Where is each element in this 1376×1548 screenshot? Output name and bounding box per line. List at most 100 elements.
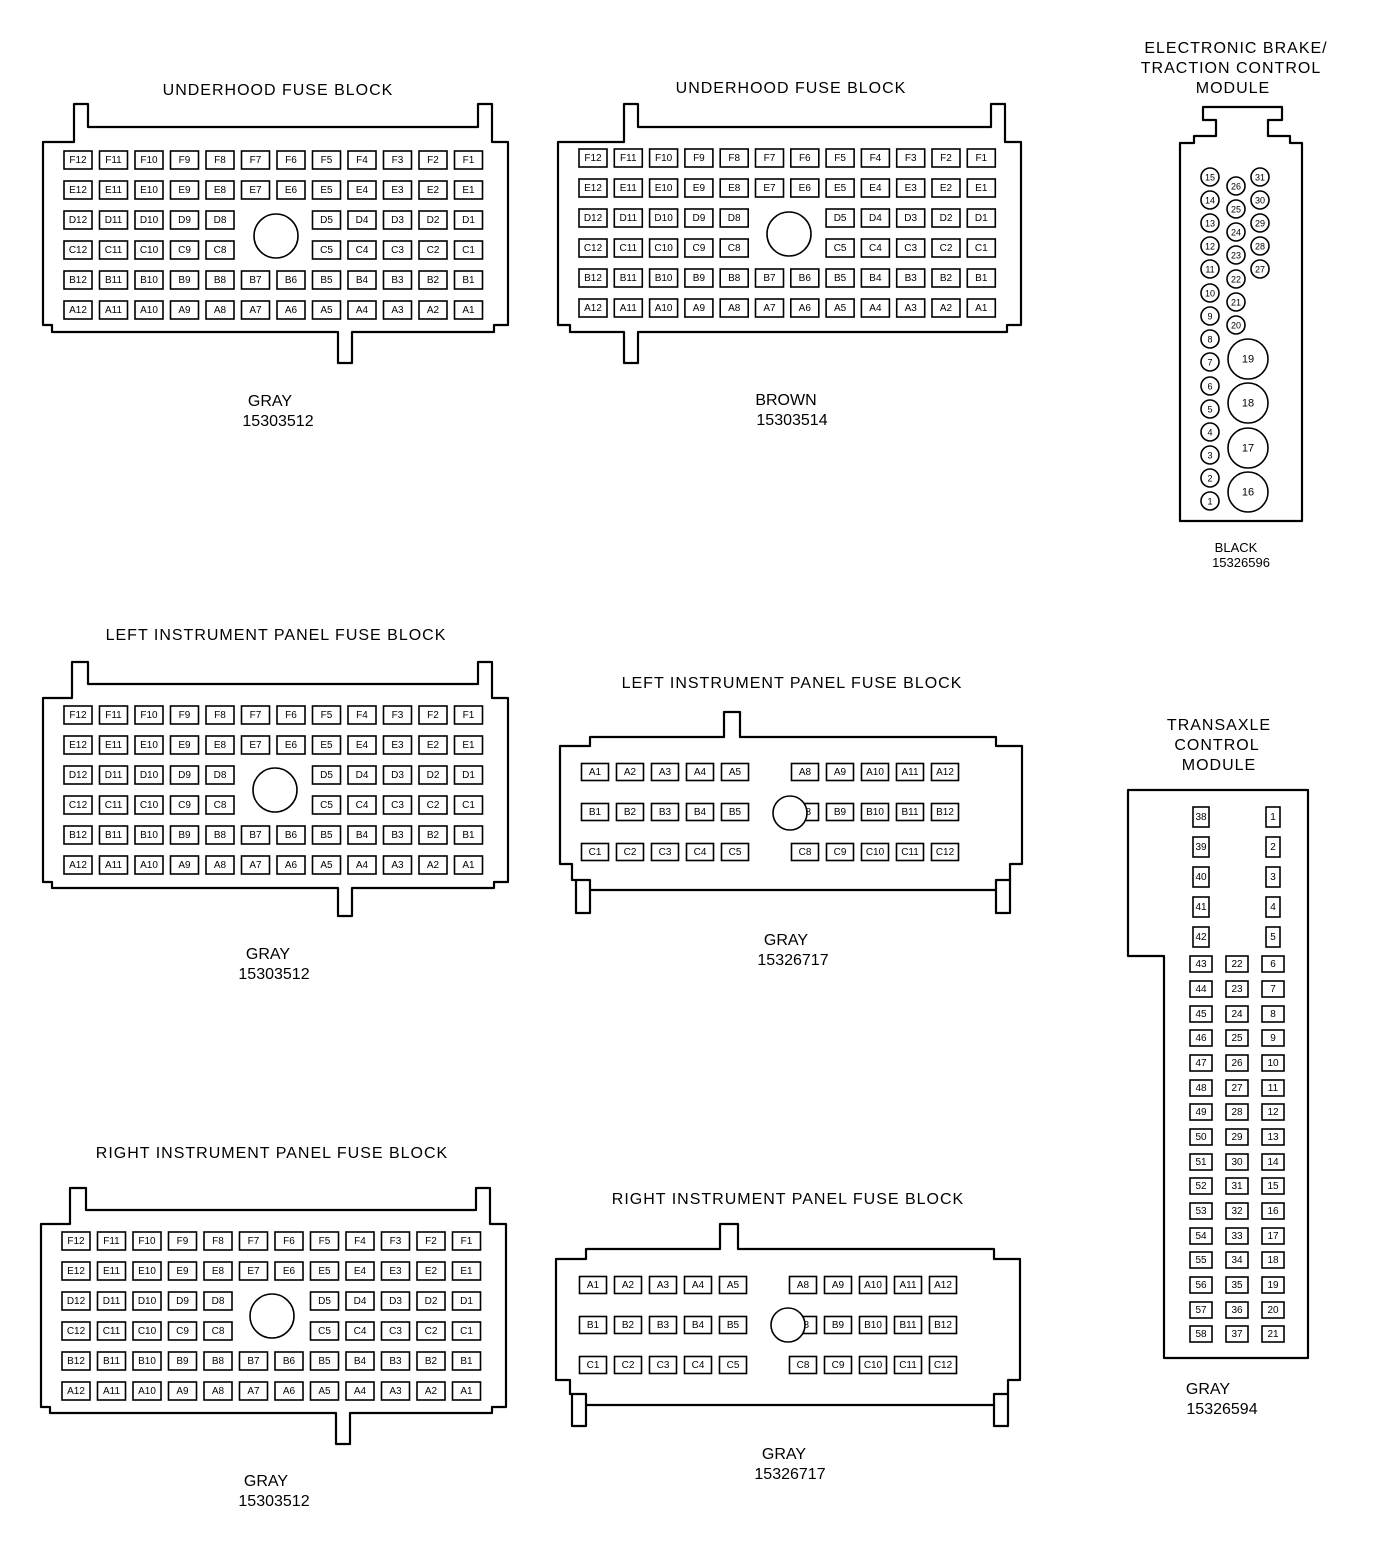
cavity-outline <box>895 208 926 228</box>
cavity-label: C2 <box>427 245 440 256</box>
cavity-outline <box>754 178 785 198</box>
cavity-label: B4 <box>692 1320 705 1331</box>
cavity-outline <box>754 268 785 288</box>
cavity-label: A11 <box>103 1386 120 1397</box>
cavity: C11 <box>613 238 644 258</box>
cavity-label: E4 <box>356 185 369 196</box>
terminal: 11 <box>1200 259 1220 279</box>
cavity: E8 <box>205 180 235 200</box>
terminal-label: 4 <box>1207 428 1212 438</box>
cavity-label: A3 <box>905 303 918 314</box>
cavity-outline <box>134 825 164 845</box>
connector-part-number: 15303512 <box>238 1493 309 1510</box>
cavity-label: B12 <box>936 807 954 818</box>
cavity-outline <box>578 268 608 288</box>
cavity: C10 <box>858 1355 888 1375</box>
cavity: 23 <box>1225 980 1249 998</box>
cavity: F6 <box>276 705 306 725</box>
cavity: E3 <box>382 735 413 755</box>
cavity-label: F6 <box>285 155 297 166</box>
cavity: E9 <box>169 735 200 755</box>
cavity: C5 <box>309 1321 340 1341</box>
cavity-outline <box>345 1321 375 1341</box>
cavity-outline <box>895 268 926 288</box>
cavity-label: A2 <box>427 860 440 871</box>
cavity: E3 <box>382 180 413 200</box>
cavity-outline <box>276 150 306 170</box>
cavity-outline <box>453 795 484 815</box>
cavity-label: E4 <box>354 1266 367 1277</box>
cavity-outline <box>615 802 645 822</box>
cavity-outline <box>613 298 644 318</box>
cavity-outline <box>1225 1202 1249 1220</box>
cavity-label: F5 <box>834 153 846 164</box>
cavity-outline <box>578 298 608 318</box>
cavity-label: E9 <box>176 1266 189 1277</box>
cavity: F3 <box>382 150 413 170</box>
cavity-label: C8 <box>214 245 227 256</box>
cavity-outline <box>276 855 306 875</box>
cavity-outline <box>613 178 644 198</box>
cavity: B8 <box>203 1351 233 1371</box>
cavity: C5 <box>825 238 855 258</box>
cavity-label: C2 <box>622 1360 635 1371</box>
cavity-outline <box>274 1231 304 1251</box>
cavity-outline <box>1192 836 1210 858</box>
cavity-outline <box>61 1321 91 1341</box>
cavity-outline <box>132 1351 162 1371</box>
cavity-outline <box>240 300 271 320</box>
cavity: F7 <box>240 705 271 725</box>
cavity: C11 <box>96 1321 127 1341</box>
cavity: D5 <box>311 765 342 785</box>
cavity-label: F7 <box>250 710 262 721</box>
cavity: A8 <box>205 855 235 875</box>
cavity-outline <box>63 210 93 230</box>
cavity: C12 <box>578 238 608 258</box>
cavity-outline <box>416 1231 446 1251</box>
cavity: B8 <box>205 270 235 290</box>
cavity: A3 <box>895 298 926 318</box>
cavity-outline <box>347 150 377 170</box>
cavity-label: E7 <box>249 185 262 196</box>
cavity-label: D3 <box>391 770 404 781</box>
cavity-label: 40 <box>1195 872 1207 883</box>
cavity: A4 <box>345 1381 375 1401</box>
cavity: D5 <box>309 1291 340 1311</box>
cavity: C4 <box>683 1355 713 1375</box>
cavity: B5 <box>825 268 855 288</box>
cavity: A7 <box>240 855 271 875</box>
connector-center-post <box>252 767 298 813</box>
cavity: A11 <box>613 298 644 318</box>
cavity-label: 10 <box>1267 1058 1279 1069</box>
connector-color: BROWN <box>755 392 816 409</box>
cavity-outline <box>1261 1276 1285 1294</box>
cavity: B3 <box>895 268 926 288</box>
cavity: B6 <box>276 270 306 290</box>
cavity-label: E7 <box>763 183 776 194</box>
cavity-label: 43 <box>1195 959 1207 970</box>
cavity-outline <box>1261 1227 1285 1245</box>
cavity-outline <box>966 148 997 168</box>
terminal-outline <box>1200 213 1220 233</box>
cavity: C2 <box>418 795 448 815</box>
cavity-outline <box>1189 1276 1213 1294</box>
cavity-label: E5 <box>834 183 847 194</box>
cavity-label: C12 <box>936 847 955 858</box>
cavity-outline <box>418 150 448 170</box>
cavity-label: A12 <box>69 305 87 316</box>
cavity-outline <box>167 1291 198 1311</box>
cavity-label: B8 <box>212 1356 225 1367</box>
cavity-outline <box>720 802 750 822</box>
cavity-label: F8 <box>214 155 226 166</box>
cavity-label: A7 <box>763 303 776 314</box>
cavity: 13 <box>1261 1128 1285 1146</box>
cavity: F3 <box>380 1231 411 1251</box>
cavity-outline <box>860 842 890 862</box>
cavity: A7 <box>754 298 785 318</box>
cavity-outline <box>382 825 413 845</box>
cavity-outline <box>1261 1103 1285 1121</box>
cavity: B7 <box>240 825 271 845</box>
cavity: 33 <box>1225 1227 1249 1245</box>
cavity-outline <box>311 300 342 320</box>
